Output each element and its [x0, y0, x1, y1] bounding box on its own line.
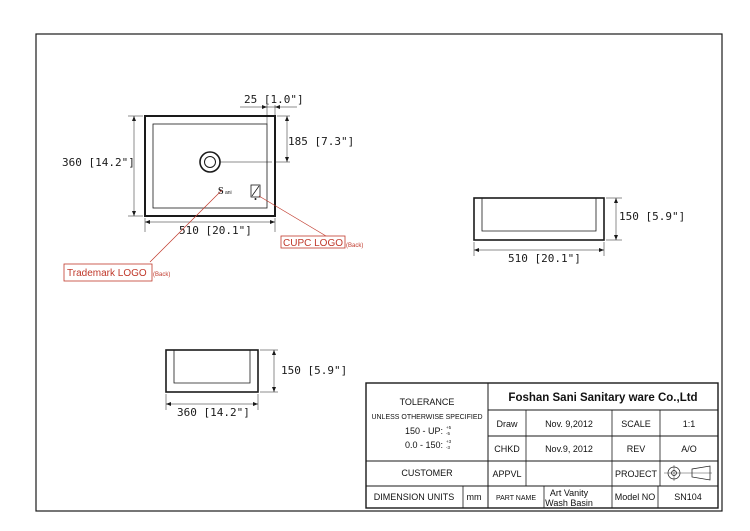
- chkd-label: CHKD: [494, 444, 520, 454]
- side-view-outline: [165, 349, 259, 393]
- dimension-units-label: DIMENSION UNITS: [374, 492, 455, 502]
- model-no-value: SN104: [674, 492, 702, 502]
- basin-outer-outline: [144, 115, 276, 217]
- chkd-date: Nov.9, 2012: [545, 444, 593, 454]
- scale-value: 1:1: [683, 419, 696, 429]
- tol-line1-minus: -5: [446, 431, 450, 436]
- cupc-logo-icon: [250, 184, 261, 200]
- title-block: [365, 382, 719, 509]
- tol-line1-label: 150 - UP:: [405, 426, 443, 436]
- trademark-callout-box: [63, 263, 153, 282]
- dimension-units-value: mm: [467, 492, 482, 502]
- draw-label: Draw: [496, 419, 518, 429]
- tol-line2-plus: +3: [446, 439, 452, 444]
- unless-specified-text: UNLESS OTHERWISE SPECIFIED: [371, 414, 482, 421]
- dim-width-label: 510 [20.1"]: [179, 224, 252, 237]
- sheet-border: [35, 33, 723, 512]
- side-dim-depth-label: 360 [14.2"]: [177, 406, 250, 419]
- appvl-label: APPVL: [492, 469, 521, 479]
- tol-line2-label: 0.0 - 150:: [405, 440, 443, 450]
- drain-inner-icon: [204, 156, 216, 168]
- trademark-callout-label: Trademark LOGO: [67, 268, 147, 279]
- cupc-callout-suffix: (Back): [346, 243, 363, 249]
- dim-wall-label: 25 [1.0"]: [244, 93, 304, 106]
- front-view-outline: [473, 197, 605, 241]
- tolerance-header: TOLERANCE: [400, 397, 455, 407]
- front-dim-height-label: 150 [5.9"]: [619, 210, 685, 223]
- draw-date: Nov. 9,2012: [545, 419, 593, 429]
- tol-line2-minus: -3: [446, 445, 450, 450]
- side-dim-height-label: 150 [5.9"]: [281, 364, 347, 377]
- part-name-label: PART NAME: [496, 495, 536, 502]
- scale-label: SCALE: [621, 419, 651, 429]
- title-block-frame: [365, 382, 719, 509]
- trademark-callout-suffix: (Back): [153, 272, 170, 278]
- front-view-inner: [481, 198, 597, 232]
- top-view: [128, 105, 297, 232]
- cupc-callout-label: CUPC LOGO: [283, 238, 343, 249]
- dim-depth-label: 360 [14.2"]: [62, 156, 135, 169]
- rev-label: REV: [627, 444, 646, 454]
- rev-value: A/O: [681, 444, 697, 454]
- side-view: [165, 349, 278, 410]
- front-view-arrows: [474, 198, 618, 252]
- drain-outer-icon: [199, 151, 221, 173]
- trademark-logo-tail: ani: [225, 190, 232, 196]
- part-name-line1: Art Vanity: [550, 488, 589, 498]
- basin-inner-outline: [152, 123, 268, 209]
- trademark-logo-icon: S: [218, 186, 224, 197]
- customer-label: CUSTOMER: [401, 468, 453, 478]
- cupc-callout-box: [280, 235, 346, 249]
- side-view-inner: [173, 350, 251, 384]
- front-dim-width-label: 510 [20.1"]: [508, 252, 581, 265]
- front-view: [473, 197, 622, 256]
- dim-drain-label: 185 [7.3"]: [288, 135, 354, 148]
- top-view-arrows: [132, 105, 289, 224]
- projection-symbol-icon: [664, 465, 712, 481]
- tol-line1-plus: +5: [446, 425, 452, 430]
- callout-leaders: [149, 189, 327, 263]
- part-name-line2: Wash Basin: [545, 498, 593, 508]
- side-view-arrows: [166, 350, 276, 406]
- project-label: PROJECT: [615, 469, 658, 479]
- model-no-label: Model NO: [615, 492, 656, 502]
- company-name: Foshan Sani Sanitary ware Co.,Ltd: [508, 392, 697, 404]
